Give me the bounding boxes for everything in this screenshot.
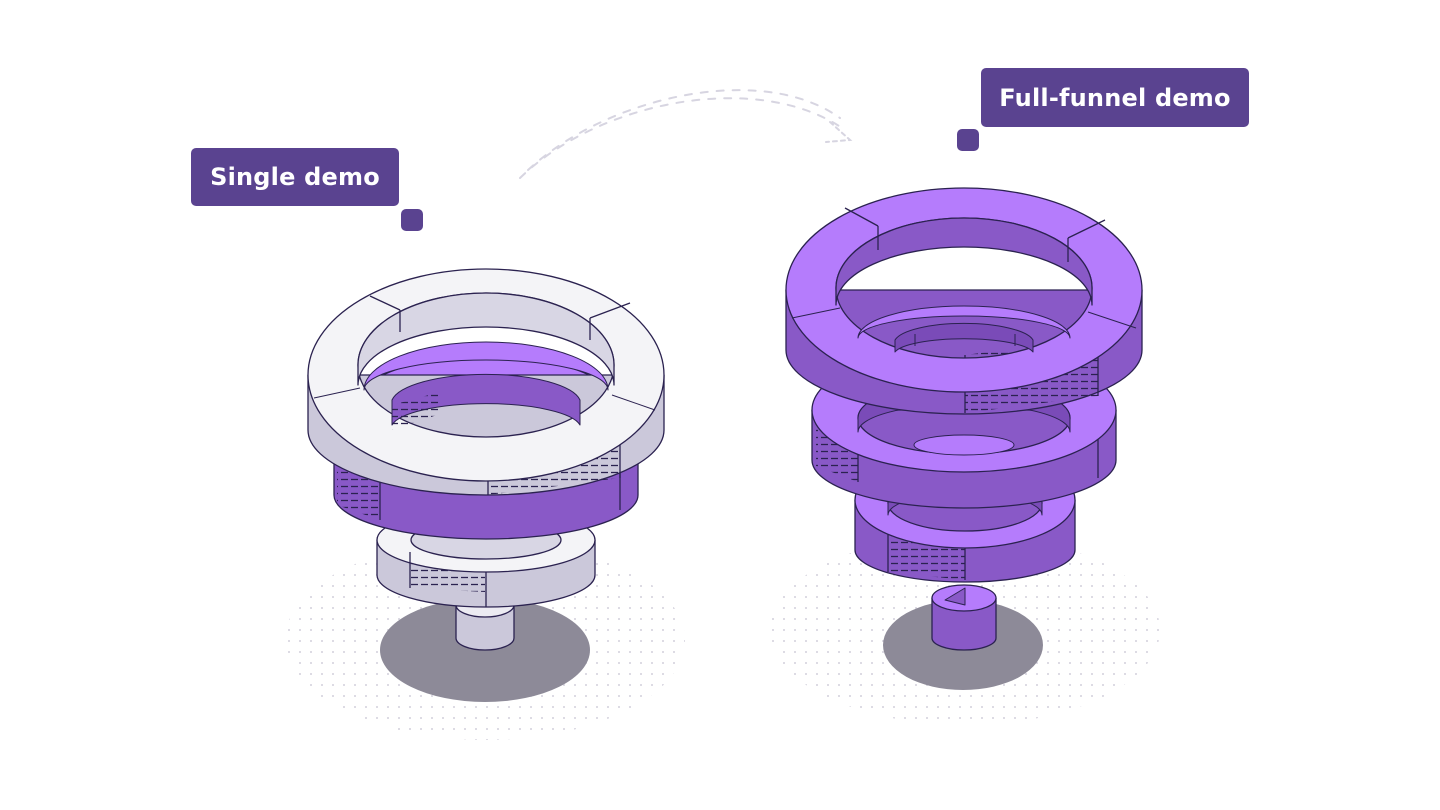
- dashed-curved-arrow-icon: [519, 89, 853, 179]
- full-funnel-demo-label-pointer: [957, 129, 979, 151]
- single-demo-label-pointer: [401, 209, 423, 231]
- single-demo-label: Single demo: [191, 148, 399, 206]
- full-funnel-demo-funnel: [785, 187, 1143, 690]
- full-funnel-demo-label: Full-funnel demo: [981, 68, 1249, 127]
- single-demo-funnel: [307, 268, 665, 702]
